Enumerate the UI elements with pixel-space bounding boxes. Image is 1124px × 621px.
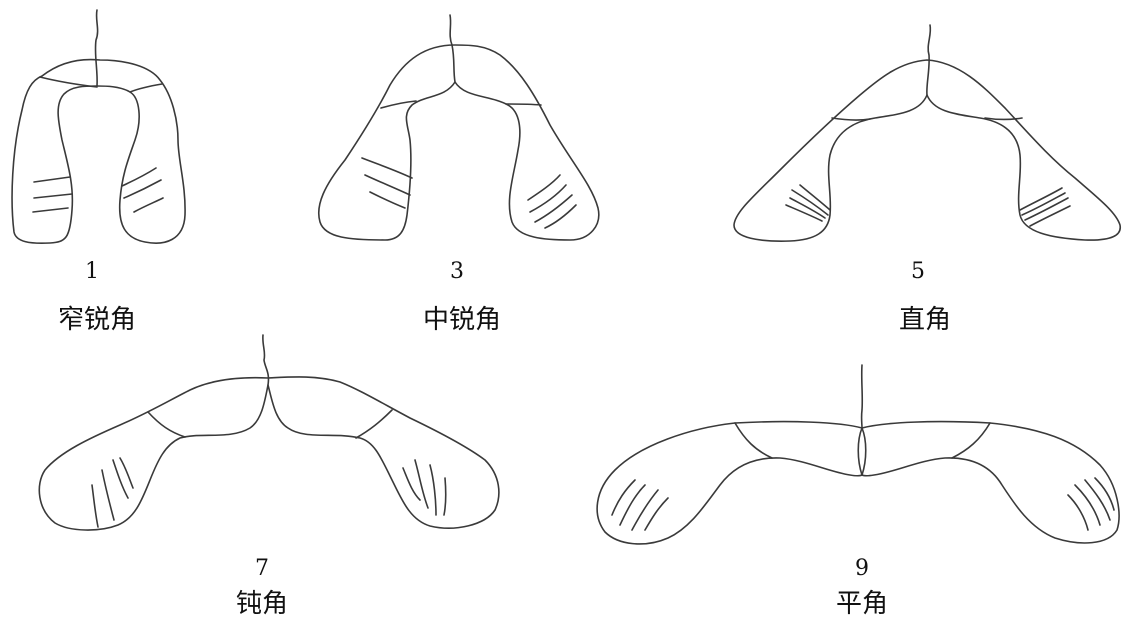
figure-3-label: 中锐角 xyxy=(423,305,501,335)
samara-figure-9: 9 平角 xyxy=(597,365,1119,619)
samara-1-stem xyxy=(95,10,97,86)
samara-5-seed-divider-right xyxy=(985,118,1022,120)
samara-7-outline xyxy=(39,377,499,530)
samara-7-wing-veins-left xyxy=(92,458,133,527)
figure-3-number: 3 xyxy=(450,259,464,284)
figure-9-label: 平角 xyxy=(836,589,888,619)
samara-9-seed-junction xyxy=(858,428,866,475)
samara-3-stem xyxy=(450,15,455,82)
samara-figure-5: 5 直角 xyxy=(734,25,1120,335)
samara-9-outline xyxy=(597,422,1119,544)
samara-3-wing-veins-right xyxy=(528,175,576,228)
samara-7-wing-veins-right xyxy=(403,460,446,515)
samara-5-seed-divider-left xyxy=(832,118,870,120)
samara-9-seed-divider-left xyxy=(735,423,772,458)
figure-7-number: 7 xyxy=(255,556,269,581)
samara-3-outline xyxy=(319,45,599,240)
figure-9-number: 9 xyxy=(855,556,869,581)
figure-1-number: 1 xyxy=(85,259,99,284)
samara-1-wing-veins-right xyxy=(122,168,163,212)
samara-9-wing-veins-left xyxy=(612,480,668,530)
samara-9-wing-veins-right xyxy=(1068,478,1114,530)
figure-1-label: 窄锐角 xyxy=(58,305,136,335)
figure-5-number: 5 xyxy=(911,259,925,284)
samara-5-wing-veins-left xyxy=(786,185,830,221)
samara-7-seed-divider-left xyxy=(148,412,185,437)
samara-3-wing-veins-left xyxy=(362,158,412,208)
samara-figure-7: 7 钝角 xyxy=(39,335,499,619)
samara-figure-3: 3 中锐角 xyxy=(319,15,599,335)
samara-1-seed-divider-right xyxy=(130,84,162,92)
figure-5-label: 直角 xyxy=(899,305,951,335)
samara-1-wing-veins-left xyxy=(33,177,72,212)
samara-9-seed-divider-right xyxy=(952,423,990,458)
samara-7-seed-divider-right xyxy=(356,410,392,438)
samara-figure-1: 1 窄锐角 xyxy=(12,10,185,335)
samara-1-seed-divider-left xyxy=(40,77,97,87)
samara-1-outline xyxy=(12,60,185,244)
samara-3-seed-divider-right xyxy=(506,104,541,105)
samara-9-stem xyxy=(862,365,863,428)
samara-5-wing-veins-right xyxy=(1020,188,1070,226)
figure-7-label: 钝角 xyxy=(236,589,288,619)
